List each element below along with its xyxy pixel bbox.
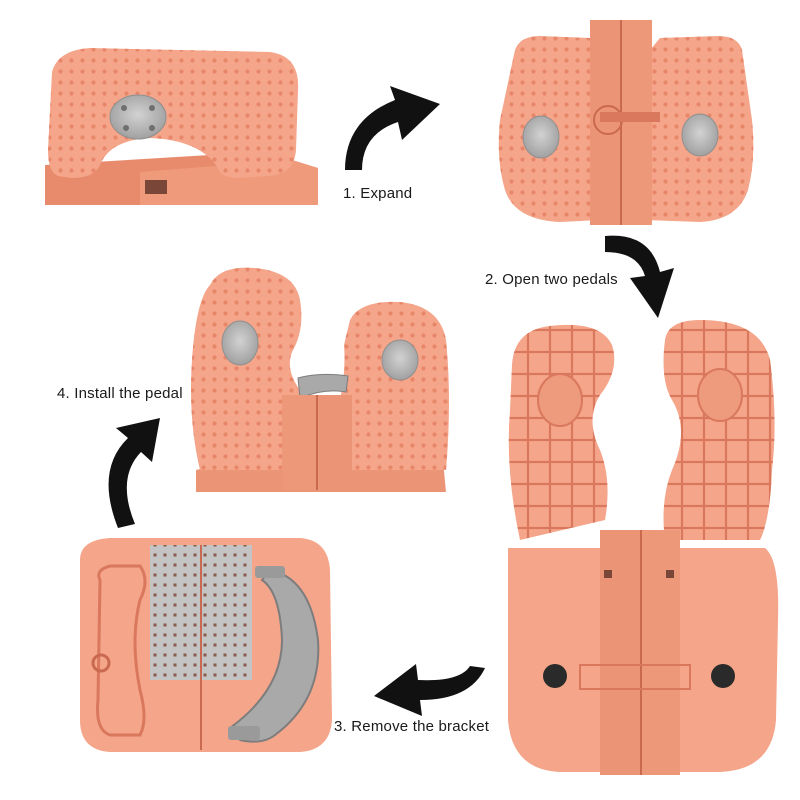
- arrow-icon-open-pedals: [605, 235, 674, 318]
- arrow-icon-remove-bracket: [374, 664, 485, 716]
- step-label-install-pedal: 4. Install the pedal: [57, 385, 183, 402]
- open-pedals-underside-image: [508, 320, 779, 775]
- expanded-device-image: [498, 20, 754, 225]
- step-label-expand: 1. Expand: [343, 185, 413, 202]
- step-label-open-pedals: 2. Open two pedals: [485, 271, 618, 288]
- installed-pedal-image: [191, 267, 449, 492]
- arrow-icon-expand: [345, 86, 440, 170]
- folded-device-image: [45, 48, 318, 205]
- arrow-icon-install-pedal: [108, 418, 160, 528]
- step-label-remove-bracket: 3. Remove the bracket: [334, 718, 490, 735]
- bracket-removal-image: [80, 538, 332, 752]
